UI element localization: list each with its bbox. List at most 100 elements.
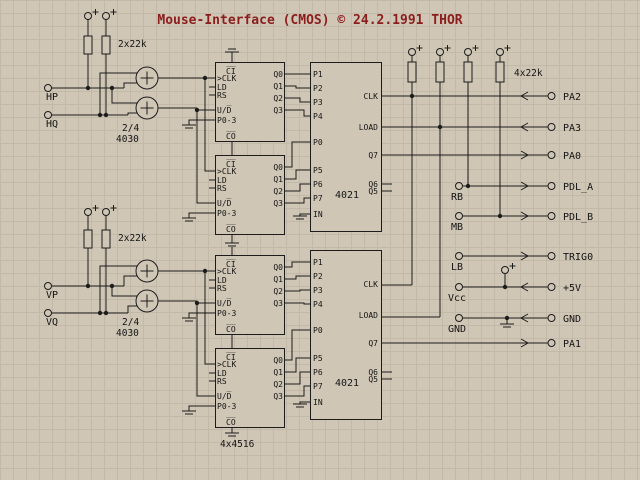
terminal-pad[interactable] <box>44 309 52 317</box>
pin-label-ci: C̅I̅ <box>226 352 236 362</box>
terminal-pdl-a[interactable]: PDL_A <box>547 182 593 193</box>
terminal-label: HP <box>46 92 58 103</box>
pin-label-clk: >CLK <box>217 167 236 176</box>
power-icons <box>84 9 516 274</box>
terminal-pad[interactable] <box>455 252 463 260</box>
resistor-value-label: 2x22k <box>118 233 147 244</box>
xor-gate-icon[interactable] <box>135 259 159 283</box>
power-plus-icon <box>436 45 451 56</box>
terminal-pad[interactable] <box>455 182 463 190</box>
terminal-pa1[interactable]: PA1 <box>547 339 581 350</box>
terminal-label: PDL_B <box>563 212 593 223</box>
resistor[interactable] <box>101 229 111 249</box>
resistors[interactable] <box>83 35 505 249</box>
terminal-pad[interactable] <box>455 212 463 220</box>
terminal-gnd-mid[interactable]: GND <box>448 314 466 336</box>
pin-label-q3: Q3 <box>273 199 283 208</box>
shift-register-bottom[interactable]: P1 P2 P3 P4 P0 P5 P6 P7 IN CLK LOAD Q7 Q… <box>310 250 382 420</box>
terminal-hq[interactable]: HQ <box>44 111 59 131</box>
terminal-label: VQ <box>46 317 58 328</box>
wires <box>51 19 548 433</box>
terminal-label: PA0 <box>563 151 581 162</box>
terminal-pad[interactable] <box>455 283 463 291</box>
power-plus-icon <box>464 45 479 56</box>
resistor[interactable] <box>101 35 111 55</box>
terminal-vq[interactable]: VQ <box>44 309 59 329</box>
terminal-pad[interactable] <box>547 252 556 260</box>
terminal-label: Vcc <box>448 293 466 304</box>
terminal-trig0[interactable]: TRIG0 <box>547 252 593 263</box>
terminal-pad[interactable] <box>455 314 463 322</box>
power-plus-icon <box>84 205 99 216</box>
terminal-label: +5V <box>563 283 581 294</box>
terminal-vp[interactable]: VP <box>44 282 59 302</box>
pin-label-p2: P2 <box>313 84 323 93</box>
resistor[interactable] <box>495 61 505 83</box>
xor-gate-icon[interactable] <box>135 66 159 90</box>
pin-label-co: C̅O̅ <box>226 131 236 141</box>
terminal-vcc[interactable]: Vcc <box>448 283 466 305</box>
pin-label-co: C̅O̅ <box>226 224 236 234</box>
pin-label-q3: Q3 <box>273 392 283 401</box>
resistor[interactable] <box>83 229 93 249</box>
pin-label-co: C̅O̅ <box>226 324 236 334</box>
pin-label-p1: P1 <box>313 258 323 267</box>
terminal-pad[interactable] <box>547 92 556 100</box>
pin-label-p5: P5 <box>313 354 323 363</box>
terminal-pad[interactable] <box>547 314 556 322</box>
terminal-mb[interactable]: MB <box>451 212 463 234</box>
pin-label-q1: Q1 <box>273 82 283 91</box>
chip-part-number: 4021 <box>335 190 359 201</box>
terminal-pdl-b[interactable]: PDL_B <box>547 212 593 223</box>
pin-label-q2: Q2 <box>273 94 283 103</box>
counter-chip-1[interactable]: C̅I̅ >CLK LD RS U/D̅ P0-3 C̅O̅ Q0 Q1 Q2 … <box>215 62 285 142</box>
terminal-pad[interactable] <box>44 84 52 92</box>
resistor[interactable] <box>463 61 473 83</box>
counter-chip-2[interactable]: C̅I̅ >CLK LD RS U/D̅ P0-3 C̅O̅ Q0 Q1 Q2 … <box>215 155 285 235</box>
pin-label-clk: >CLK <box>217 360 236 369</box>
pin-label-rs: RS <box>217 91 227 100</box>
terminal-pad[interactable] <box>547 212 556 220</box>
counter-part-label: 4x4516 <box>220 439 255 450</box>
terminal-gnd[interactable]: GND <box>547 314 581 325</box>
wire-net-counters-top <box>158 77 215 218</box>
xor-gate-icon[interactable] <box>135 96 159 120</box>
ground-icon <box>293 403 307 408</box>
pin-label-ld: LD <box>217 369 227 378</box>
terminal-pa3[interactable]: PA3 <box>547 123 581 134</box>
terminal-5v[interactable]: +5V <box>547 283 581 294</box>
resistor[interactable] <box>435 61 445 83</box>
terminal-pad[interactable] <box>547 283 556 291</box>
pin-label-q1: Q1 <box>273 275 283 284</box>
terminal-pad[interactable] <box>547 182 556 190</box>
terminal-hp[interactable]: HP <box>44 84 59 104</box>
terminal-pad[interactable] <box>547 151 556 159</box>
pin-label-p0: P0 <box>313 326 323 335</box>
counter-chip-4[interactable]: C̅I̅ >CLK LD RS U/D̅ P0-3 C̅O̅ Q0 Q1 Q2 … <box>215 348 285 428</box>
terminal-lb[interactable]: LB <box>451 252 463 274</box>
pin-label-p3: P3 <box>313 286 323 295</box>
terminal-label: LB <box>451 262 463 273</box>
terminal-pa0[interactable]: PA0 <box>547 151 581 162</box>
terminal-label: GND <box>448 324 466 335</box>
arrow-left-icon <box>519 313 529 323</box>
wire-net-counters-bottom <box>158 270 215 411</box>
pin-label-p03: P0-3 <box>217 209 236 218</box>
shift-register-top[interactable]: P1 P2 P3 P4 P0 P5 P6 P7 IN CLK LOAD Q7 Q… <box>310 62 382 232</box>
terminal-rb[interactable]: RB <box>451 182 463 204</box>
pin-label-q0: Q0 <box>273 263 283 272</box>
pin-label-p6: P6 <box>313 368 323 377</box>
terminal-pad[interactable] <box>547 123 556 131</box>
terminal-pad[interactable] <box>44 282 52 290</box>
resistor[interactable] <box>407 61 417 83</box>
counter-chip-3[interactable]: C̅I̅ >CLK LD RS U/D̅ P0-3 C̅O̅ Q0 Q1 Q2 … <box>215 255 285 335</box>
terminal-pad[interactable] <box>547 339 556 347</box>
arrow-right-icon <box>520 150 530 160</box>
xor-gates[interactable] <box>135 66 159 313</box>
xor-gate-icon[interactable] <box>135 289 159 313</box>
resistor[interactable] <box>83 35 93 55</box>
pin-label-load: LOAD <box>359 311 378 320</box>
terminal-pa2[interactable]: PA2 <box>547 92 581 103</box>
ground-icon <box>182 317 196 322</box>
terminal-pad[interactable] <box>44 111 52 119</box>
